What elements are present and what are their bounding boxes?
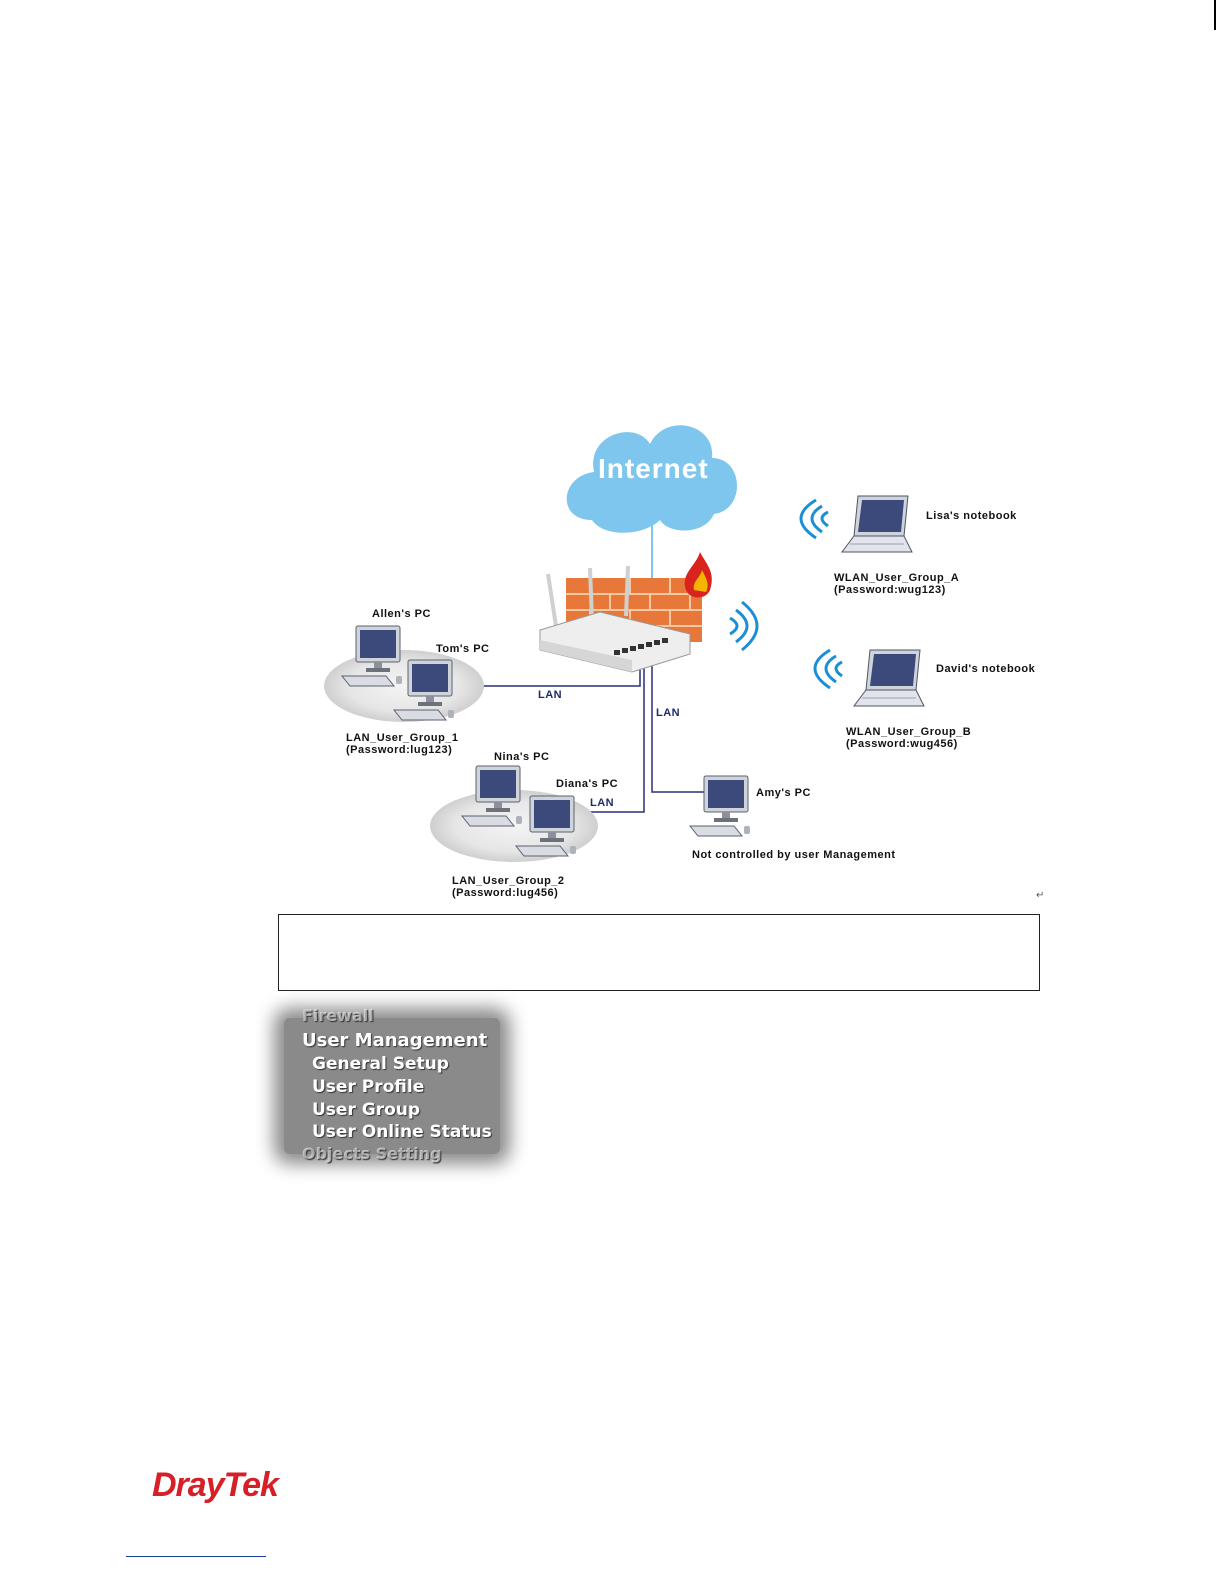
router-icon xyxy=(539,565,691,673)
menu-item-user-online-status[interactable]: User Online Status xyxy=(312,1122,492,1142)
draytek-logo: DrayTek xyxy=(152,1466,279,1504)
lisa-notebook-label: Lisa's notebook xyxy=(926,510,1017,522)
lan-label-2: LAN xyxy=(590,797,614,809)
lan-link-group2 xyxy=(586,656,645,813)
wlan-a-password: (Password:wug123) xyxy=(834,584,946,596)
david-wifi-icon xyxy=(813,648,843,690)
network-diagram: Internet xyxy=(324,425,1044,901)
nina-pc-label: Nina's PC xyxy=(494,751,549,763)
menu-item-general-setup[interactable]: General Setup xyxy=(312,1054,449,1074)
user-management-menu: Firewall User Management General Setup U… xyxy=(284,1006,500,1163)
wlan-b-password: (Password:wug456) xyxy=(846,738,958,750)
amy-pc-label: Amy's PC xyxy=(756,787,811,799)
david-notebook-label: David's notebook xyxy=(936,663,1036,675)
lan-link-amy xyxy=(651,656,706,793)
menu-item-firewall[interactable]: Firewall xyxy=(302,1006,374,1025)
tom-pc-label: Tom's PC xyxy=(436,643,489,655)
menu-item-user-group[interactable]: User Group xyxy=(312,1100,421,1120)
menu-item-objects-setting[interactable]: Objects Setting xyxy=(302,1144,442,1163)
lan-label-3: LAN xyxy=(656,707,680,719)
group1-password: (Password:lug123) xyxy=(346,744,452,756)
wlan-a-name: WLAN_User_Group_A xyxy=(834,572,959,584)
footer-underline xyxy=(126,1556,266,1557)
group1-name: LAN_User_Group_1 xyxy=(346,732,459,744)
lan-label-1: LAN xyxy=(538,689,562,701)
david-notebook-icon xyxy=(853,649,925,707)
lisa-wifi-icon xyxy=(799,498,829,540)
menu-background xyxy=(284,1018,500,1154)
menu-item-user-profile[interactable]: User Profile xyxy=(312,1077,425,1097)
router-wifi-icon xyxy=(729,600,759,652)
menu-title-user-management[interactable]: User Management xyxy=(302,1030,488,1051)
amy-pc-icon xyxy=(689,775,751,837)
note-box xyxy=(278,914,1040,991)
page-edge-mark xyxy=(1214,0,1216,30)
wlan-b-name: WLAN_User_Group_B xyxy=(846,726,971,738)
internet-label: Internet xyxy=(598,453,709,484)
allen-pc-label: Allen's PC xyxy=(372,608,431,620)
return-mark: ↵ xyxy=(1036,890,1044,901)
group2-name: LAN_User_Group_2 xyxy=(452,875,565,887)
internet-cloud: Internet xyxy=(566,425,738,533)
lisa-notebook-icon xyxy=(841,495,913,553)
not-controlled-label: Not controlled by user Management xyxy=(692,849,896,861)
group2-password: (Password:lug456) xyxy=(452,887,558,899)
diana-pc-label: Diana's PC xyxy=(556,778,618,790)
